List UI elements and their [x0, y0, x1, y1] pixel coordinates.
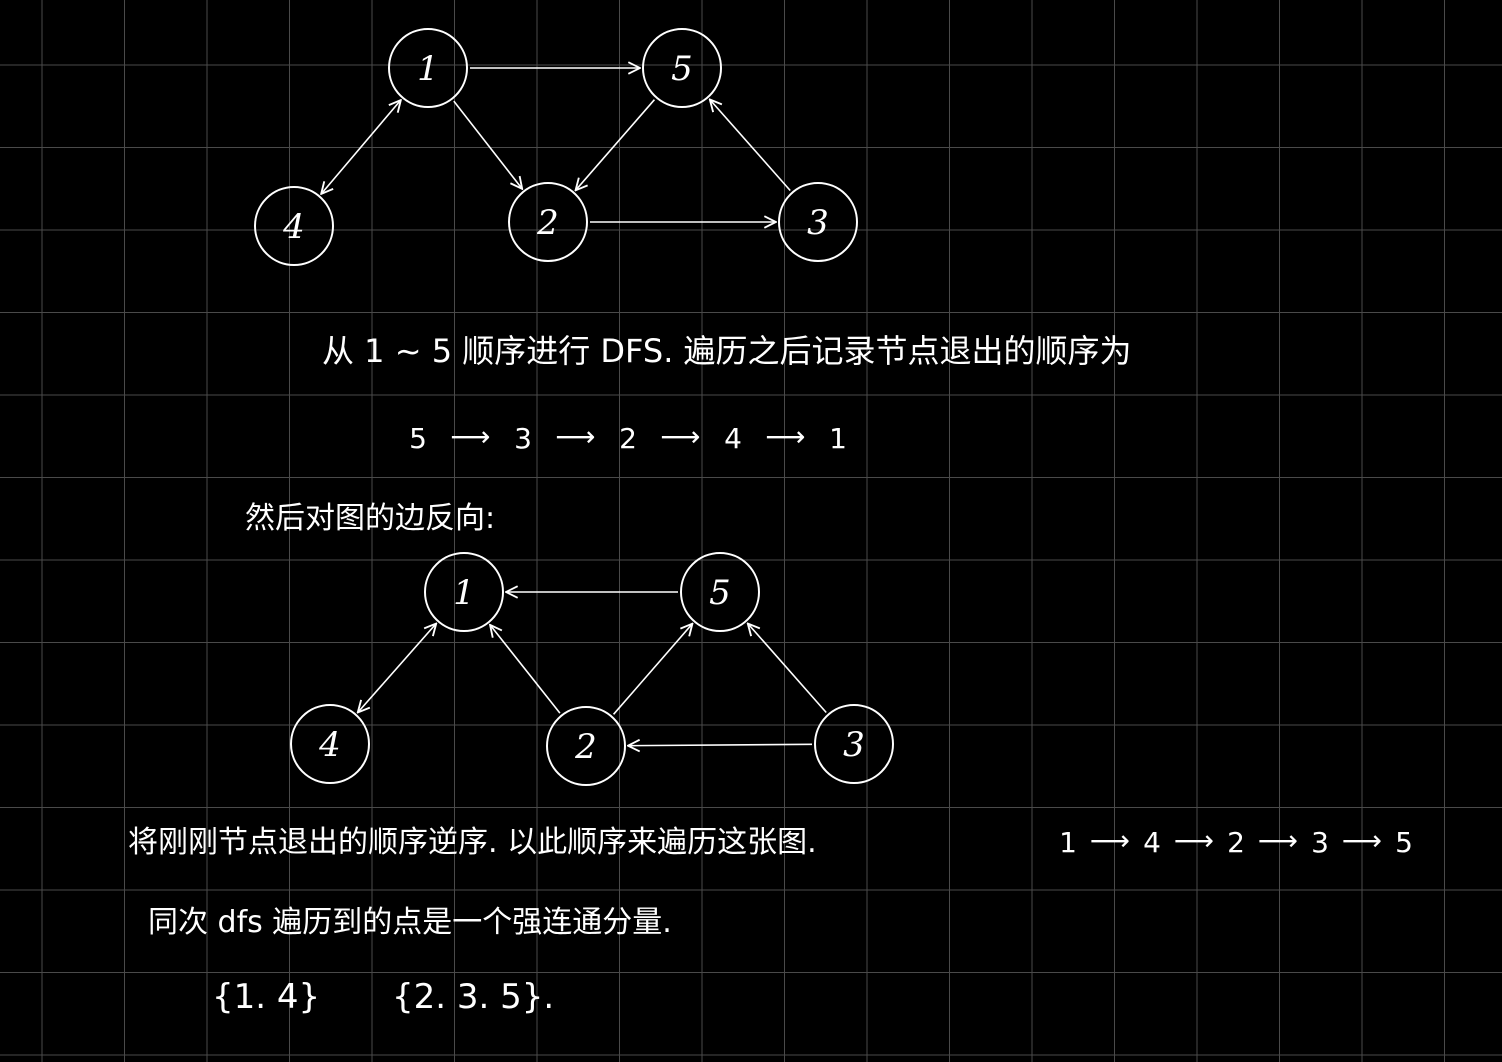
scc-result-2: {2. 3. 5}. [392, 977, 554, 1017]
sequence-arrow-icon: ⟶ [1258, 824, 1298, 857]
exit-order-item: 5 [409, 422, 427, 455]
node-1: 1 [388, 28, 468, 108]
reverse-order-item: 4 [1143, 826, 1161, 859]
node-label: 2 [536, 203, 559, 243]
edge-1-to-4 [321, 100, 401, 194]
node-circle [680, 552, 760, 632]
original-graph: 1 5 4 2 3 [254, 28, 858, 266]
node-4: 4 [254, 186, 334, 266]
node-label: 1 [453, 573, 475, 613]
reverse-order-item: 3 [1311, 826, 1329, 859]
node-circle [546, 706, 626, 786]
node-label: 1 [417, 49, 439, 89]
node-3: 3 [778, 182, 858, 262]
node-2: 2 [546, 706, 626, 786]
reverse-order-item: 1 [1059, 826, 1077, 859]
sequence-arrow-icon: ⟶ [450, 420, 490, 453]
edge-2-to-1 [490, 625, 561, 714]
edge-3-to-5 [710, 99, 791, 192]
scc-result-1: {1. 4} [212, 977, 320, 1017]
reversed-graph: 1 5 4 2 3 [290, 552, 894, 786]
node-circle [388, 28, 468, 108]
node-label: 5 [671, 49, 693, 89]
node-label: 4 [282, 207, 305, 247]
sequence-arrow-icon: ⟶ [1174, 824, 1214, 857]
node-circle [424, 552, 504, 632]
exit-order-sequence: 5 ⟶ 3 ⟶ 2 ⟶ 4 ⟶ 1 [409, 420, 847, 455]
node-1: 1 [424, 552, 504, 632]
sequence-arrow-icon: ⟶ [765, 420, 805, 453]
exit-order-item: 4 [724, 422, 742, 455]
exit-order-item: 3 [514, 422, 532, 455]
dfs-description: 从 1 ~ 5 顺序进行 DFS. 遍历之后记录节点退出的顺序为 [322, 332, 1132, 370]
node-circle [642, 28, 722, 108]
edge-1-to-2 [453, 100, 522, 189]
reverse-order-sequence: 1 ⟶ 4 ⟶ 2 ⟶ 3 ⟶ 5 [1059, 824, 1413, 859]
node-5: 5 [642, 28, 722, 108]
reverse-order-description: 将刚刚节点退出的顺序逆序. 以此顺序来遍历这张图. [128, 825, 817, 860]
node-label: 2 [574, 727, 597, 767]
edge-5-to-2 [576, 99, 656, 191]
node-5: 5 [680, 552, 760, 632]
edge-1-to-4 [358, 624, 436, 713]
node-4: 4 [290, 704, 370, 784]
node-circle [254, 186, 334, 266]
edge-3-to-2 [628, 744, 813, 745]
node-2: 2 [508, 182, 588, 262]
node-circle [290, 704, 370, 784]
reverse-order-item: 5 [1395, 826, 1413, 859]
node-label: 4 [318, 725, 341, 765]
reverse-edges-description: 然后对图的边反向: [245, 501, 495, 536]
edge-2-to-5 [612, 624, 693, 715]
node-3: 3 [814, 704, 894, 784]
edge-3-to-5 [748, 624, 827, 714]
node-circle [814, 704, 894, 784]
node-label: 5 [709, 573, 731, 613]
node-label: 3 [843, 725, 865, 765]
node-circle [778, 182, 858, 262]
scc-description: 同次 dfs 遍历到的点是一个强连通分量. [148, 905, 672, 940]
sequence-arrow-icon: ⟶ [660, 420, 700, 453]
node-label: 3 [807, 203, 829, 243]
sequence-arrow-icon: ⟶ [555, 420, 595, 453]
node-circle [508, 182, 588, 262]
sequence-arrow-icon: ⟶ [1090, 824, 1130, 857]
exit-order-item: 1 [829, 422, 847, 455]
sequence-arrow-icon: ⟶ [1342, 824, 1382, 857]
reverse-order-item: 2 [1227, 826, 1245, 859]
exit-order-item: 2 [619, 422, 637, 455]
